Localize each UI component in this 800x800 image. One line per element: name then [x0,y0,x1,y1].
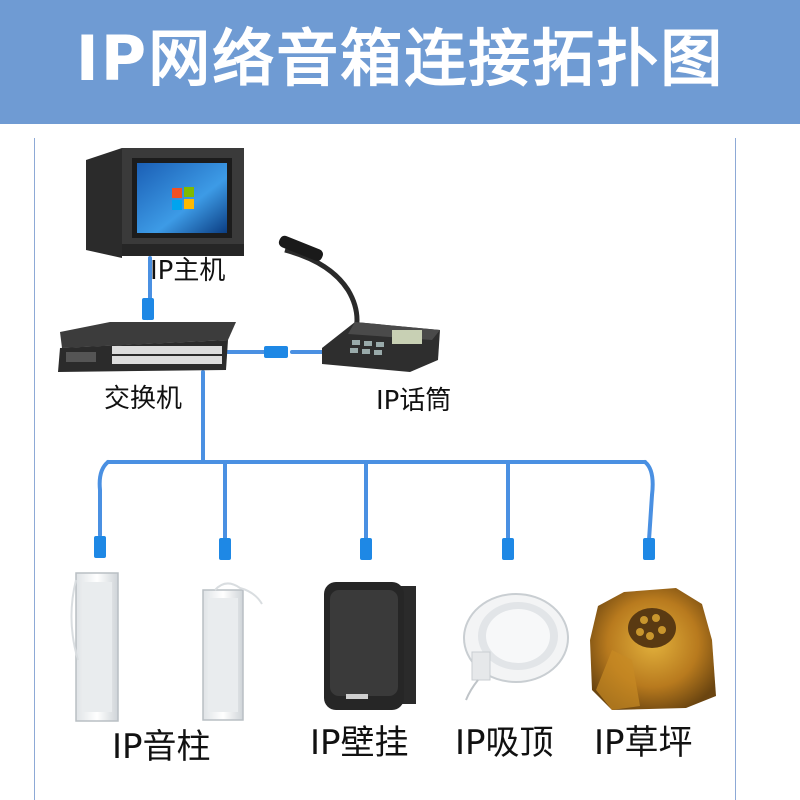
column-speaker-icon [70,572,263,722]
computer-monitor-icon [86,148,244,258]
cables [97,256,655,542]
label-host: IP主机 [150,256,226,286]
label-ceiling: IP吸顶 [455,723,554,763]
ceiling-speaker-icon [463,593,569,701]
label-mic: IP话筒 [376,386,452,416]
left-border-line [34,138,35,800]
diagram-title: IP网络音箱连接拓扑图 [75,22,725,95]
lawn-rock-speaker-icon [590,588,716,710]
label-switch: 交换机 [104,384,183,414]
rj45-connector-icon [94,298,655,560]
title-banner: IP网络音箱连接拓扑图 [0,0,800,124]
label-lawn: IP草坪 [594,723,693,763]
network-switch-icon [58,322,236,372]
cable-drop-lawn [643,460,655,542]
cable-drop-column1 [97,460,110,537]
right-border-line [735,138,736,800]
label-wall: IP壁挂 [310,723,409,763]
label-column: IP音柱 [112,727,211,767]
wall-speaker-icon [324,582,416,710]
paging-microphone-icon [278,235,440,372]
